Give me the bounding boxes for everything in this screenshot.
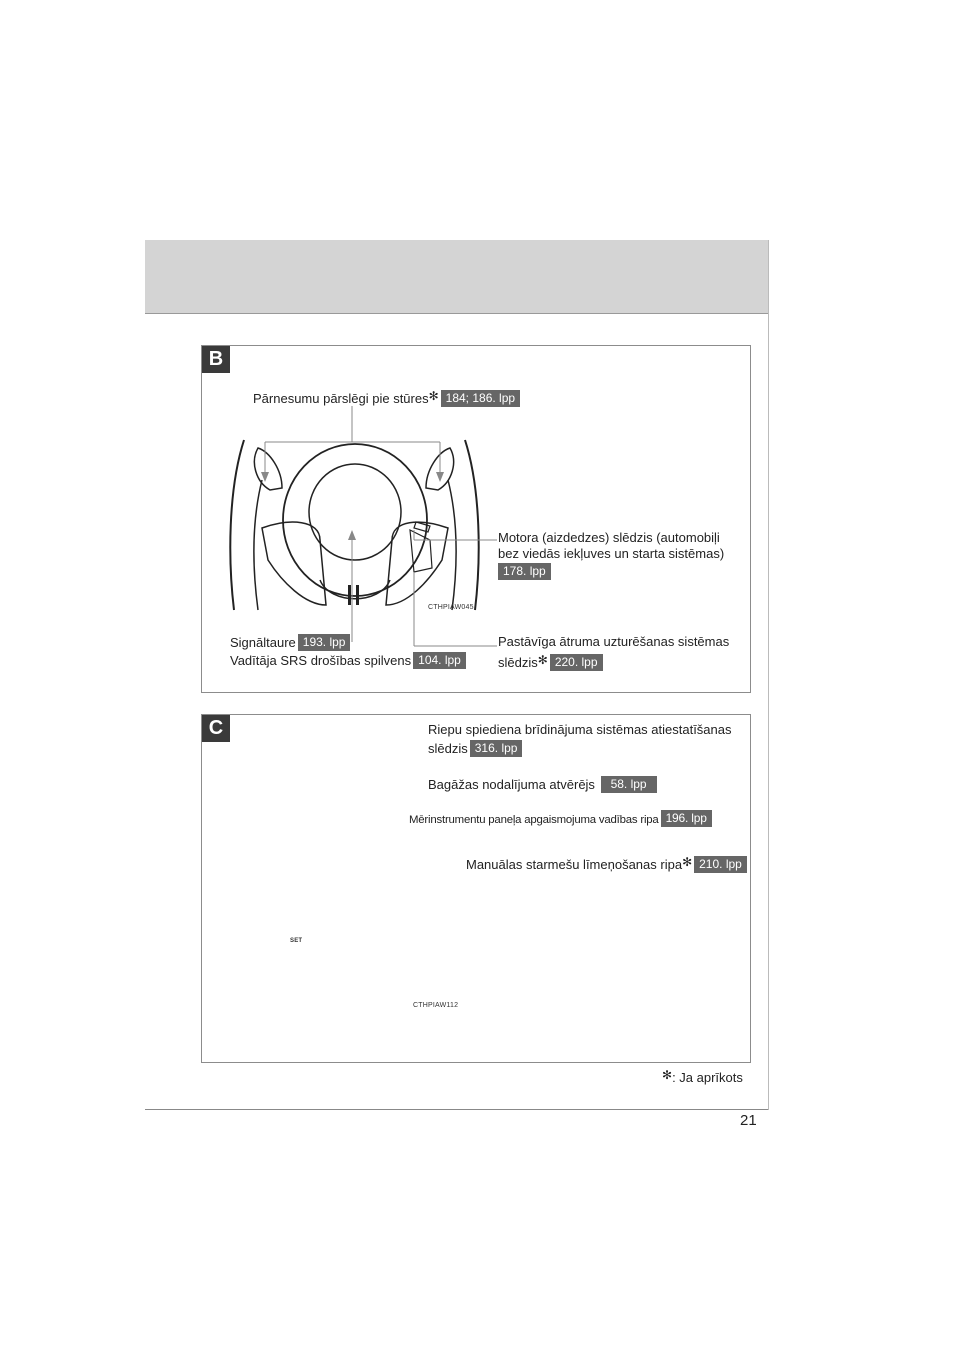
dimmer-ref[interactable]: 196. lpp (660, 810, 712, 827)
footer-rule (145, 1109, 768, 1110)
section-b-image-code: CTHPIAW045 (428, 604, 474, 611)
paddle-shifters-ref[interactable]: 184; 186. lpp (440, 390, 521, 407)
header-band (145, 240, 768, 313)
dimmer-label: Mērinstrumentu paneļa apgaismojuma vadīb… (409, 810, 712, 828)
right-spoke (385, 521, 449, 606)
left-paddle (253, 447, 283, 491)
header-divider (145, 313, 768, 314)
wheel-rim-left (229, 439, 245, 611)
engine-switch-label-line2: bez viedās iekļuves un starta sistēmas) (498, 546, 725, 561)
right-paddle (425, 447, 455, 491)
cruise-label-line2: slēdzis✻220. lpp (498, 652, 603, 671)
tpms-ref[interactable]: 316. lpp (469, 740, 523, 757)
section-c-image-code: CTHPIAW112 (413, 1002, 459, 1009)
cruise-control-stalk (409, 528, 433, 573)
set-label: SET (290, 938, 303, 944)
wheel-inner-right (447, 479, 457, 611)
left-spoke (261, 521, 327, 606)
cruise-ref[interactable]: 220. lpp (549, 654, 603, 671)
wheel-inner-left (253, 479, 263, 611)
section-c-panel (201, 714, 751, 1063)
tpms-label-line1: Riepu spiediena brīdinājuma sistēmas ati… (428, 722, 732, 737)
airbag-pad (308, 463, 402, 561)
section-b-letter: B (202, 346, 230, 373)
paddle-shifters-label: Pārnesumu pārslēgi pie stūres✻184; 186. … (253, 388, 521, 407)
leveling-ref[interactable]: 210. lpp (694, 856, 747, 873)
horn-ref[interactable]: 193. lpp (297, 634, 351, 651)
footnote: ✻: Ja aprīkots (662, 1068, 743, 1085)
trunk-ref[interactable]: 58. lpp (600, 776, 657, 793)
section-c-letter: C (202, 715, 230, 742)
trunk-label: Bagāžas nodalījuma atvērējs 58. lpp (428, 776, 657, 793)
leveling-label: Manuālas starmešu līmeņošanas ripa✻210. … (466, 854, 747, 873)
cruise-label-line1: Pastāvīga ātruma uzturēšanas sistēmas (498, 634, 730, 649)
wheel-rim-right (464, 439, 480, 611)
right-margin-rule (768, 240, 769, 1110)
hub-outer (282, 443, 428, 597)
engine-switch-label-line1: Motora (aizdedzes) slēdzis (automobiļi (498, 530, 720, 545)
airbag-ref[interactable]: 104. lpp (413, 652, 466, 669)
engine-switch-ref[interactable]: 178. lpp (498, 563, 551, 580)
page-number: 21 (740, 1112, 757, 1129)
engine-switch-ref-wrap: 178. lpp (498, 563, 551, 580)
